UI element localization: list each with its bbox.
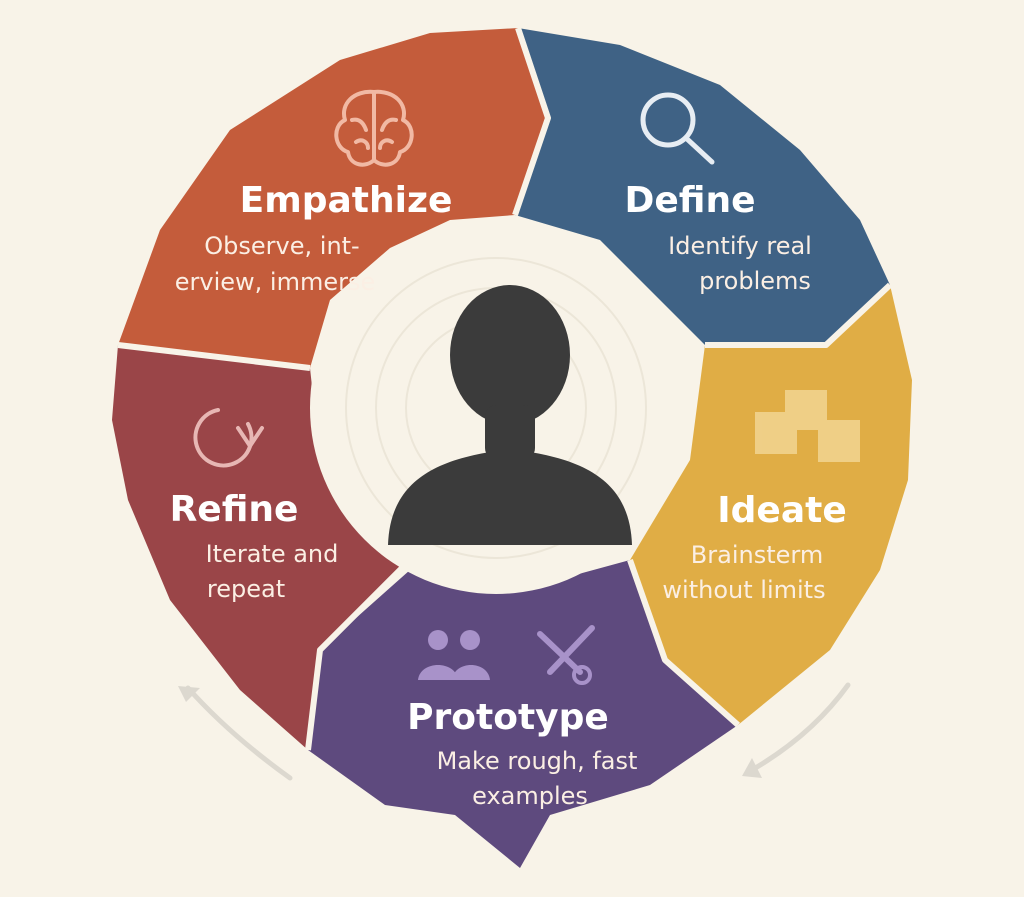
stage-title-ideate: Ideate: [717, 490, 847, 531]
people-icon: [418, 630, 490, 680]
stage-desc-ideate-line2: without limits: [662, 576, 825, 604]
refresh-icon: [193, 408, 264, 468]
stage-title-refine: Refine: [170, 489, 299, 530]
stage-desc-prototype-line1: Make rough, fast: [437, 747, 638, 775]
cycle-arrow-left: [178, 685, 293, 781]
segment-separators: [117, 27, 893, 751]
stage-define-text: Define Identify real problems: [624, 180, 811, 295]
stage-empathize-text: Empathize Observe, int- erview, immerse: [175, 180, 453, 296]
stage-desc-refine-line1: Iterate and: [206, 540, 339, 568]
cycle-arrow-right: [742, 682, 851, 778]
stage-desc-define-line2: problems: [699, 267, 811, 295]
tools-icon: [537, 625, 595, 685]
stage-desc-empathize-line1: Observe, int-: [204, 232, 359, 260]
brain-icon: [334, 89, 414, 167]
stage-prototype-text: Prototype Make rough, fast examples: [407, 697, 637, 810]
stage-ideate-text: Ideate Brainsterm without limits: [662, 490, 846, 604]
stage-title-empathize: Empathize: [240, 180, 453, 221]
stage-desc-empathize-line2: erview, immerse: [175, 268, 375, 296]
user-silhouette-icon: [388, 285, 632, 545]
stage-desc-define-line1: Identify real: [668, 232, 812, 260]
segment-ideate[interactable]: [630, 285, 912, 725]
segment-empathize[interactable]: [118, 28, 548, 368]
stage-desc-refine-line2: repeat: [207, 575, 285, 603]
stage-title-define: Define: [624, 180, 755, 221]
segment-prototype[interactable]: [308, 560, 738, 868]
magnifier-icon: [640, 92, 715, 165]
stage-desc-prototype-line2: examples: [472, 782, 588, 810]
segment-define[interactable]: [515, 28, 890, 345]
segment-refine[interactable]: [112, 345, 405, 750]
stage-desc-ideate-line1: Brainsterm: [691, 541, 823, 569]
stage-refine-text: Refine Iterate and repeat: [170, 489, 339, 603]
stage-title-prototype: Prototype: [407, 697, 609, 738]
sticky-notes-icon: [755, 390, 860, 462]
